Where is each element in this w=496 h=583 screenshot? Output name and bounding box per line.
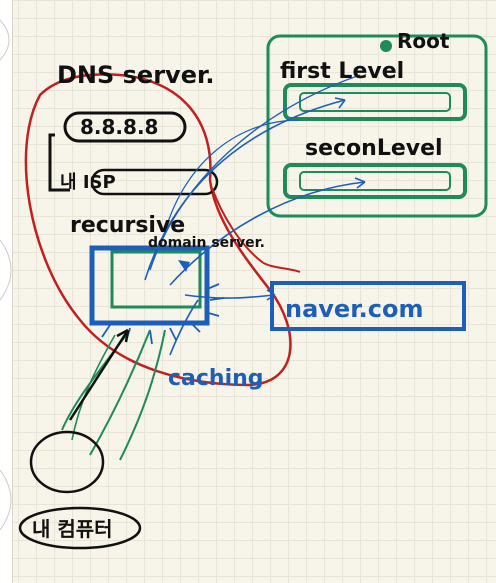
root-node xyxy=(380,40,392,52)
recursive-server-box xyxy=(89,245,210,326)
page-arc xyxy=(0,19,10,61)
server-mark xyxy=(178,260,190,272)
ip-box xyxy=(63,111,187,143)
root-label: Root xyxy=(397,29,450,53)
second-level-inner xyxy=(299,171,451,191)
first-level-box xyxy=(283,83,467,121)
ip-label: 8.8.8.8 xyxy=(80,115,158,139)
dns-server-title: DNS server. xyxy=(57,61,215,89)
naver-label: naver.com xyxy=(285,295,423,323)
my-computer-label: 내 컴퓨터 xyxy=(32,517,113,541)
page-arc xyxy=(0,469,12,531)
computer-node xyxy=(29,430,105,494)
computer-link-2 xyxy=(89,329,151,456)
root-zone-box xyxy=(266,34,488,218)
request-arrow xyxy=(68,329,130,421)
query-arrow-second-level xyxy=(169,181,366,286)
page-arc xyxy=(0,239,12,301)
query-arrow-root xyxy=(149,74,361,271)
arrowhead xyxy=(116,328,130,343)
query-arrow-first-level xyxy=(144,99,346,281)
arrowhead xyxy=(354,177,366,189)
arrowhead xyxy=(266,289,276,301)
query-arrow-zone xyxy=(159,119,301,251)
dns-bracket xyxy=(48,133,70,192)
page-margin xyxy=(0,0,13,583)
computer-label-oval xyxy=(18,506,142,550)
caching-arrow xyxy=(169,299,199,356)
recursive-server-inner xyxy=(110,250,202,309)
query-arrow-naver xyxy=(184,294,276,299)
arrowhead xyxy=(334,97,346,109)
caching-label: caching xyxy=(168,366,264,391)
red-inner-loop xyxy=(211,187,301,273)
computer-link-3 xyxy=(119,329,166,461)
domain-server-label: domain server. xyxy=(148,235,265,251)
recursive-label: recursive xyxy=(70,213,185,238)
naver-box xyxy=(270,281,466,331)
computer-link-4 xyxy=(71,334,116,441)
isp-box xyxy=(90,168,219,196)
first-level-label: first Level xyxy=(280,59,404,84)
second-level-label: seconLevel xyxy=(305,136,443,161)
isp-label: 내 ISP xyxy=(60,172,116,193)
second-level-box xyxy=(283,163,467,199)
dns-server-outline xyxy=(24,73,292,387)
first-level-inner xyxy=(299,92,451,112)
